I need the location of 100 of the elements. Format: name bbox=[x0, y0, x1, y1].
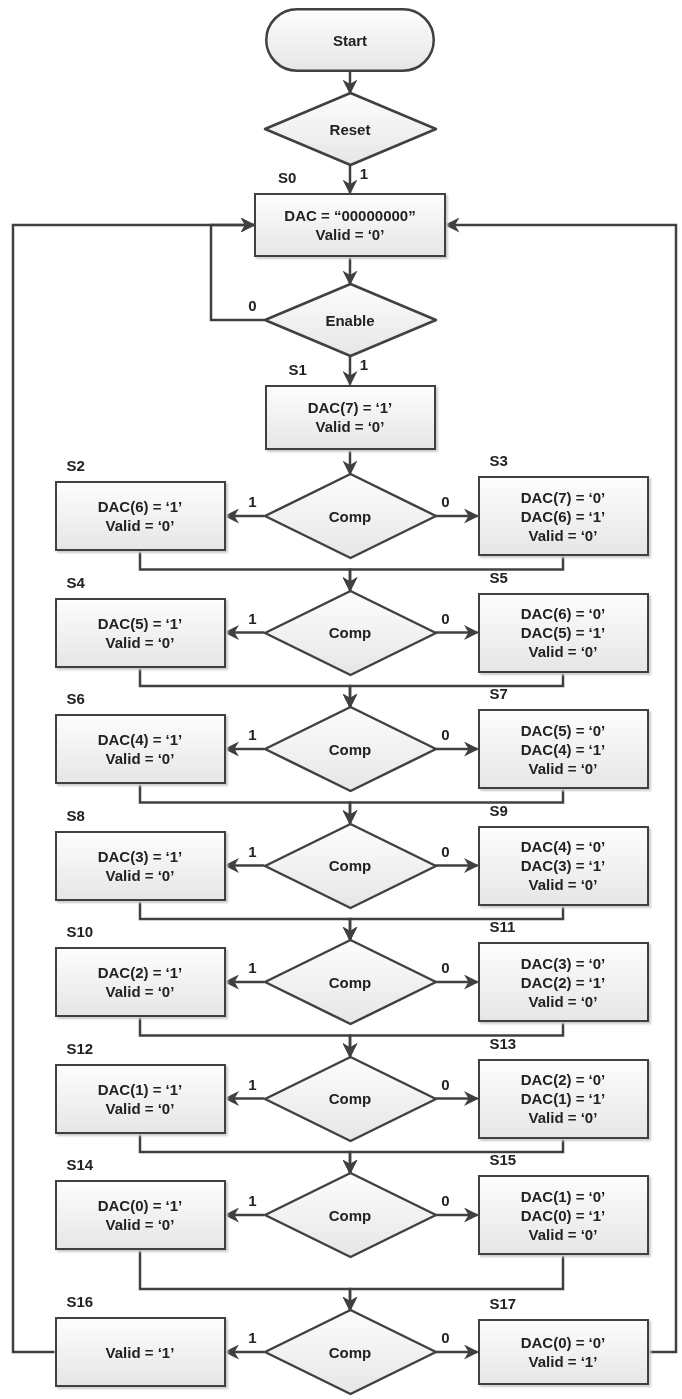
decision-diamond bbox=[264, 93, 436, 165]
node-text: Valid = ‘0’ bbox=[528, 642, 598, 661]
arrow bbox=[435, 741, 479, 757]
process-box bbox=[477, 476, 649, 556]
node-text: Comp bbox=[328, 739, 372, 759]
state-label: S0 bbox=[278, 169, 297, 186]
arrow bbox=[224, 1091, 265, 1106]
node-text: Valid = ‘0’ bbox=[105, 865, 175, 885]
node-text: Valid = ‘0’ bbox=[105, 749, 175, 768]
edge-label: 0 bbox=[247, 298, 258, 314]
node-text: Valid = ‘0’ bbox=[315, 225, 385, 244]
node-text: DAC(6) = ‘1’ bbox=[97, 497, 183, 516]
edge-label: 0 bbox=[440, 727, 451, 743]
arrow bbox=[342, 257, 358, 286]
decision-diamond bbox=[264, 707, 436, 791]
process-box bbox=[54, 597, 226, 668]
node-text: DAC(0) = ‘1’ bbox=[97, 1196, 183, 1215]
state-label: S13 bbox=[489, 1034, 517, 1052]
decision-diamond bbox=[264, 284, 436, 356]
node-text: DAC(1) = ‘0’ bbox=[520, 1186, 606, 1206]
arrow bbox=[435, 1207, 479, 1223]
process-box bbox=[477, 592, 649, 673]
edge-label: 1 bbox=[247, 1193, 258, 1209]
process-box bbox=[54, 1063, 226, 1134]
arrow bbox=[224, 1344, 265, 1360]
decision-diamond bbox=[264, 474, 436, 558]
state-label: S4 bbox=[66, 573, 85, 591]
node-text: Comp bbox=[328, 1205, 372, 1225]
arrow bbox=[224, 741, 265, 757]
node-text: DAC(3) = ‘1’ bbox=[520, 856, 606, 875]
node-text: DAC(4) = ‘0’ bbox=[520, 837, 606, 856]
arrow bbox=[435, 508, 479, 524]
edge-label: 0 bbox=[440, 494, 451, 510]
state-label: S6 bbox=[66, 690, 85, 707]
state-label: S9 bbox=[489, 801, 508, 819]
arrow bbox=[435, 858, 479, 873]
node-text: DAC(7) = ‘1’ bbox=[307, 398, 393, 417]
process-box bbox=[54, 1180, 226, 1250]
node-text: Valid = ‘0’ bbox=[105, 1098, 175, 1118]
process-box bbox=[54, 481, 226, 551]
state-label: S11 bbox=[489, 918, 516, 935]
edge-label: 1 bbox=[358, 166, 370, 182]
node-text: Valid = ‘1’ bbox=[528, 1352, 598, 1371]
arrow bbox=[224, 858, 265, 873]
node-text: Enable bbox=[325, 310, 375, 330]
process-box bbox=[254, 193, 446, 257]
process-box bbox=[477, 1175, 649, 1255]
decision-diamond bbox=[264, 1056, 436, 1141]
node-text: DAC(0) = ‘0’ bbox=[520, 1333, 606, 1352]
node-text: Valid = ‘0’ bbox=[528, 991, 598, 1011]
state-label: S3 bbox=[489, 452, 508, 469]
edge-label: 0 bbox=[440, 1330, 451, 1346]
node-text: DAC(0) = ‘1’ bbox=[520, 1205, 606, 1225]
arrow bbox=[342, 905, 565, 942]
edge-label: 1 bbox=[247, 1330, 258, 1346]
node-text: Valid = ‘0’ bbox=[528, 1224, 598, 1244]
arrow bbox=[342, 165, 358, 195]
node-text: Valid = ‘1’ bbox=[105, 1342, 175, 1362]
node-text: Valid = ‘0’ bbox=[528, 525, 598, 545]
process-box bbox=[54, 830, 226, 901]
process-box bbox=[477, 1319, 649, 1385]
node-text: Comp bbox=[328, 506, 372, 526]
state-label: S8 bbox=[66, 806, 85, 824]
state-label: S2 bbox=[66, 457, 85, 474]
node-text: DAC(2) = ‘0’ bbox=[520, 1070, 606, 1089]
node-text: Valid = ‘0’ bbox=[315, 417, 385, 436]
state-label: S14 bbox=[66, 1156, 94, 1173]
node-text: DAC(6) = ‘0’ bbox=[520, 604, 606, 623]
decision-diamond bbox=[264, 823, 436, 908]
state-label: S5 bbox=[489, 568, 508, 586]
node-text: DAC = “00000000” bbox=[284, 206, 416, 225]
node-text: DAC(3) = ‘1’ bbox=[97, 846, 183, 866]
node-text: DAC(5) = ‘1’ bbox=[97, 613, 183, 633]
edge-label: 0 bbox=[440, 1193, 451, 1209]
node-text: Comp bbox=[328, 1342, 372, 1362]
node-text: Comp bbox=[328, 1089, 372, 1108]
decision-diamond bbox=[264, 1310, 436, 1394]
state-label: S17 bbox=[489, 1295, 517, 1312]
node-text: DAC(1) = ‘1’ bbox=[520, 1089, 606, 1108]
edge-label: 1 bbox=[247, 960, 258, 976]
process-box bbox=[477, 825, 649, 906]
arrow bbox=[342, 449, 358, 476]
node-text: Comp bbox=[328, 623, 372, 642]
arrow bbox=[224, 508, 265, 524]
node-text: DAC(4) = ‘1’ bbox=[520, 739, 606, 759]
node-text: Valid = ‘0’ bbox=[105, 516, 175, 535]
state-label: S12 bbox=[66, 1039, 94, 1057]
arrow bbox=[342, 1022, 565, 1058]
process-box bbox=[264, 384, 436, 450]
process-box bbox=[54, 714, 226, 784]
arrow bbox=[435, 1091, 479, 1106]
node-text: Start bbox=[332, 30, 368, 50]
process-box bbox=[477, 1058, 649, 1139]
process-box bbox=[477, 942, 649, 1022]
node-text: DAC(1) = ‘1’ bbox=[97, 1079, 183, 1099]
node-text: DAC(5) = ‘0’ bbox=[520, 720, 606, 740]
node-text: Valid = ‘0’ bbox=[528, 758, 598, 778]
decision-diamond bbox=[264, 1173, 436, 1257]
state-label: S1 bbox=[288, 360, 307, 378]
terminal-shape bbox=[265, 8, 435, 72]
